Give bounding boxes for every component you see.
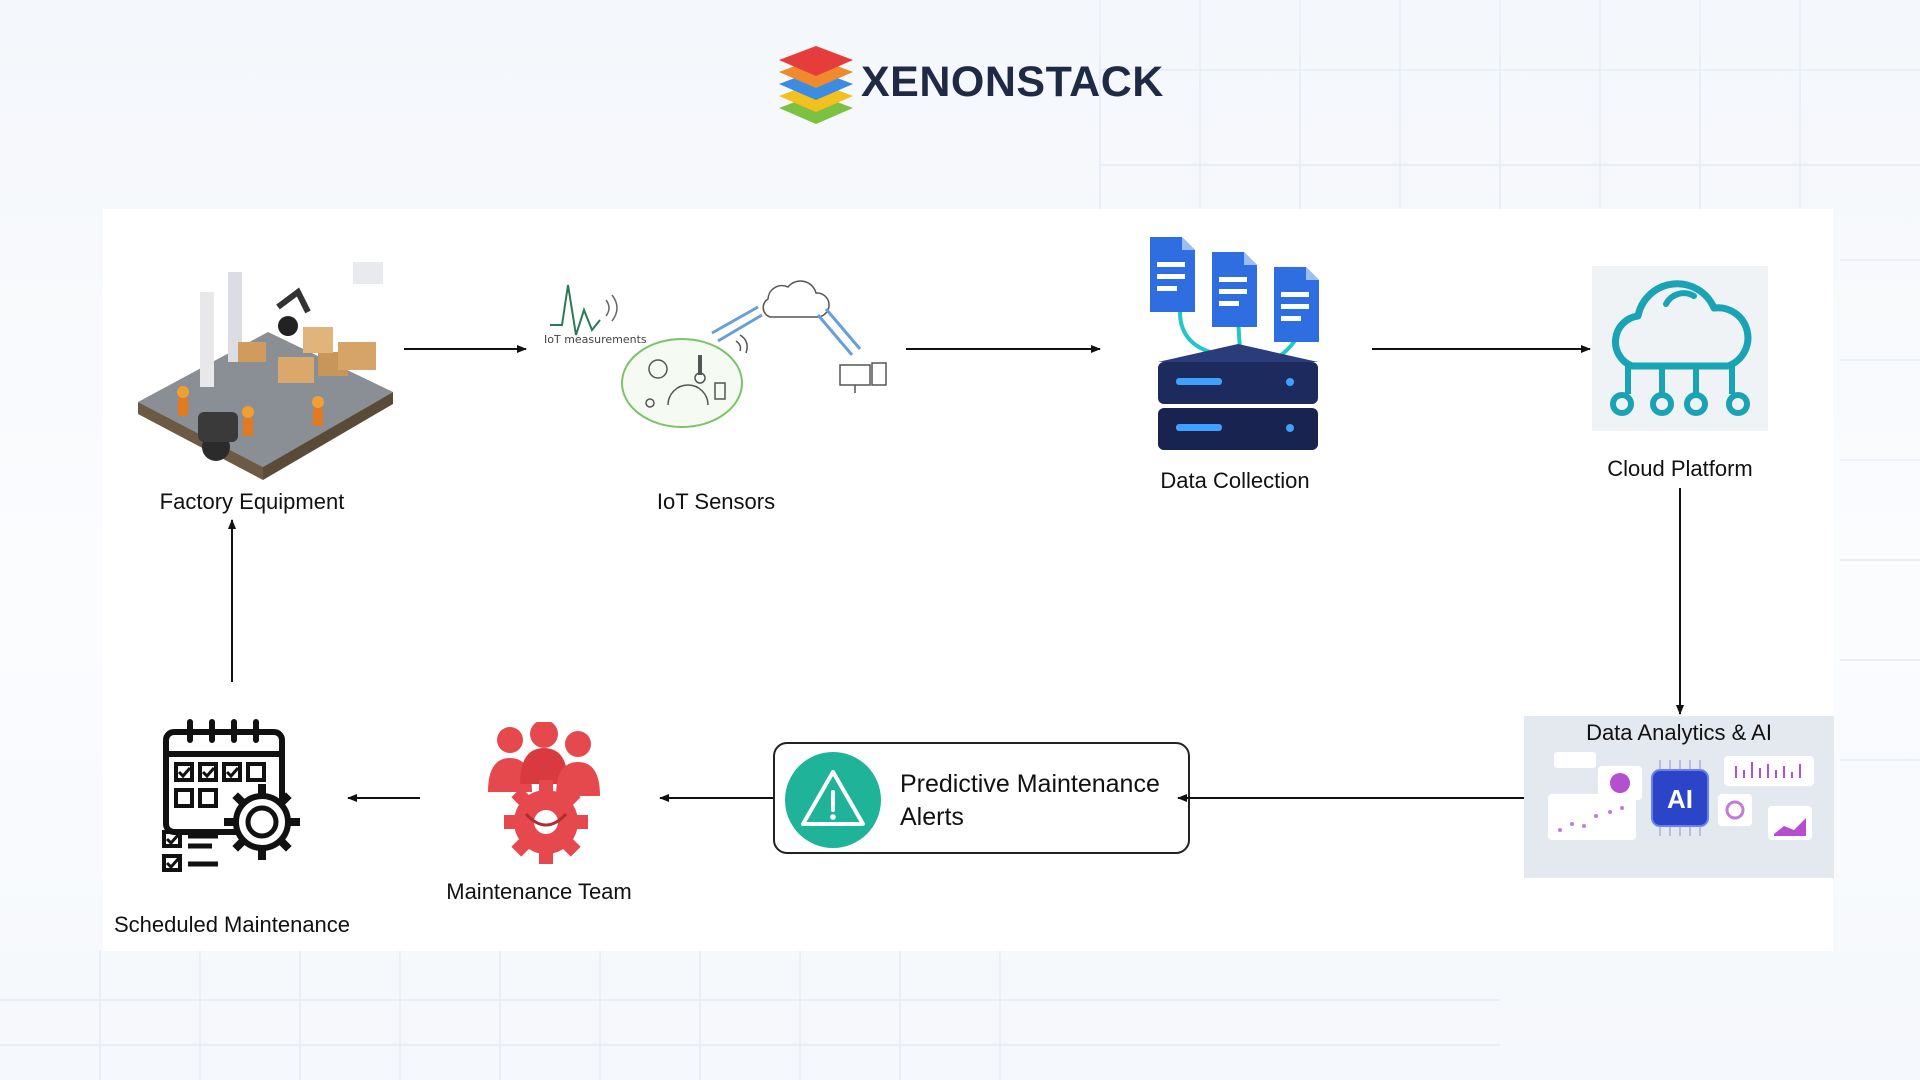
alerts-label: Predictive Maintenance Alerts [900,768,1185,834]
iot-measurements-text: IoT measurements [544,333,647,346]
alerts-label-line1: Predictive Maintenance [900,770,1160,798]
maintenance-team-icon [488,722,600,864]
ai-chip-text: AI [1667,784,1693,814]
label-iot-sensors: IoT Sensors [656,489,776,514]
analytics-dashboard-icon: AI [1548,752,1814,840]
label-factory-equipment: Factory Equipment [159,489,345,514]
label-data-analytics: Data Analytics & AI [1586,720,1772,745]
scheduled-maintenance-calendar-icon [162,719,300,872]
label-data-collection: Data Collection [1160,468,1310,493]
factory-equipment-icon [138,262,393,480]
warning-icon [785,752,881,848]
label-scheduled-maintenance: Scheduled Maintenance [113,912,351,937]
label-cloud-platform: Cloud Platform [1607,456,1753,481]
predictive-maintenance-alerts-box: Predictive Maintenance Alerts [773,742,1190,854]
cloud-platform-icon [1592,266,1768,431]
label-maintenance-team: Maintenance Team [446,879,632,904]
brand-header: XENONSTACK [777,44,1163,126]
xenonstack-logo-icon [779,46,853,124]
iot-sensors-icon: IoT measurements [544,280,887,428]
brand-name: XENONSTACK [861,58,1164,106]
alerts-label-line2: Alerts [900,803,964,831]
data-collection-server-icon [1150,237,1319,450]
data-analytics-panel: Data Analytics & AI AI [1524,716,1834,878]
